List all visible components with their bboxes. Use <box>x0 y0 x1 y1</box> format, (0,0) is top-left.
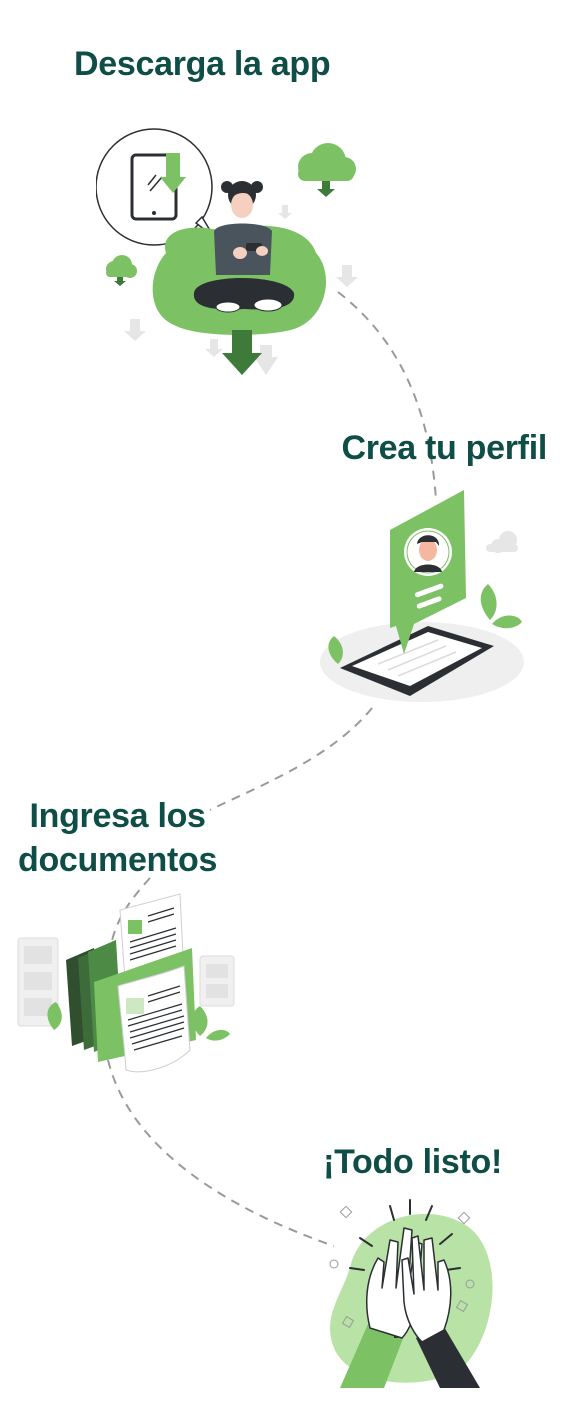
step-title-done: ¡Todo listo! <box>323 1143 502 1181</box>
high-five-icon <box>320 1198 500 1388</box>
step-title-documents-line-2: documentos <box>18 841 218 879</box>
profile-card-phone-icon <box>318 486 528 716</box>
step-title-documents-line-1: Ingresa los <box>29 797 206 835</box>
step-title-documents: Ingresa los documentos <box>18 794 217 882</box>
step-title-download: Descarga la app <box>74 45 331 83</box>
person-downloading-app-icon <box>96 125 366 380</box>
documents-folders-icon <box>14 890 244 1080</box>
step-title-profile: Crea tu perfil <box>341 429 547 467</box>
